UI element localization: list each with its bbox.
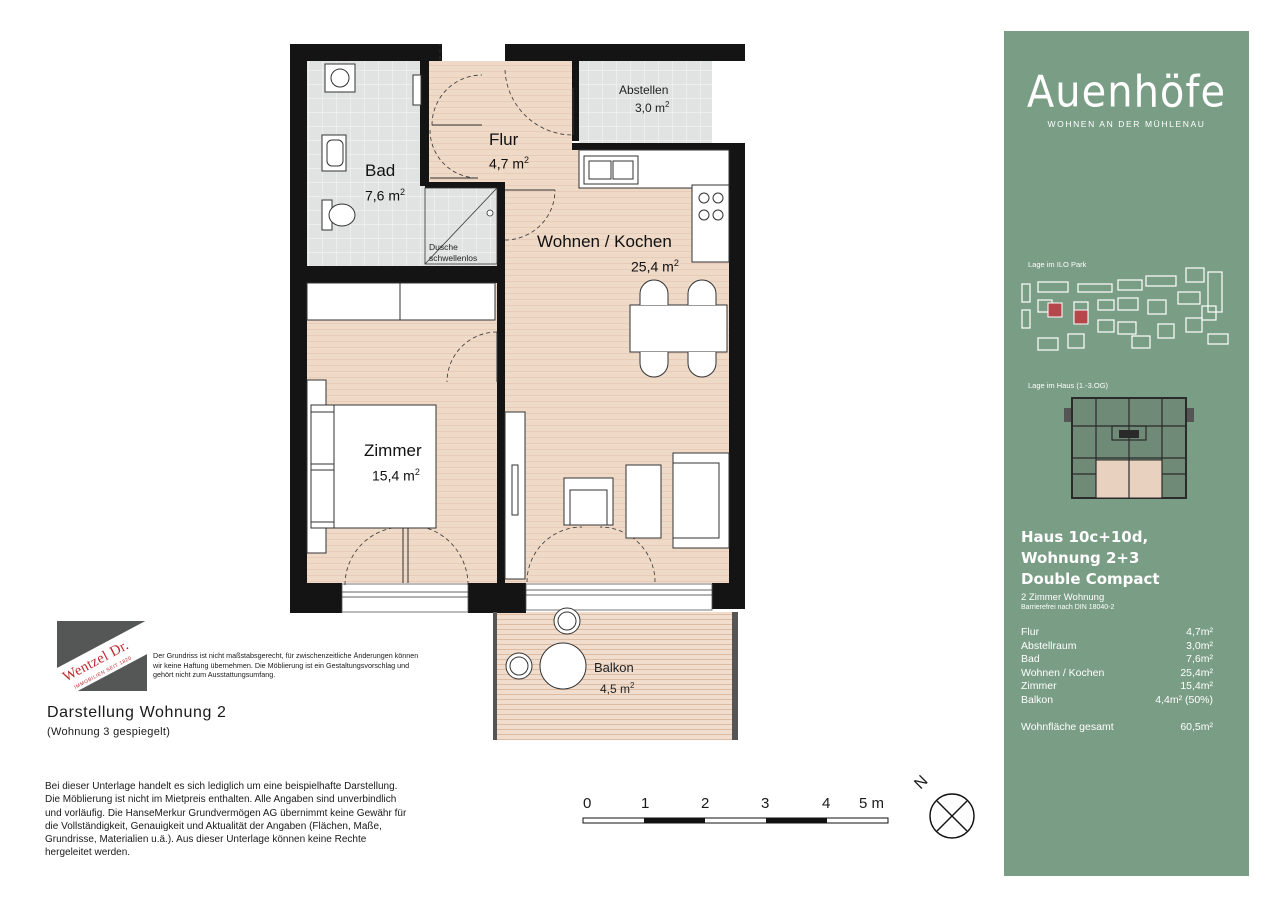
- haus-line-3: Double Compact: [1021, 570, 1160, 588]
- living-furniture: [504, 411, 730, 580]
- room-area-abstellen: 3,0 m2: [635, 100, 670, 115]
- brand-tagline: WOHNEN AN DER MÜHLENAU: [1047, 119, 1206, 129]
- bedroom-furniture: [306, 282, 496, 554]
- haus-line-2: Wohnung 2+3: [1021, 549, 1140, 567]
- bad-fixtures: [321, 63, 422, 231]
- room-name-bad: Bad: [365, 161, 396, 180]
- haus-title: Haus 10c+10d, Wohnung 2+3 Double Compact: [1021, 527, 1160, 590]
- area-row: Bad 7,6m²: [1021, 653, 1213, 667]
- disclaimer-small: Der Grundriss ist nicht maßstabsgerecht,…: [153, 651, 419, 680]
- area-value: 7,6m²: [1186, 653, 1213, 666]
- darstellung-title: Darstellung Wohnung 2: [47, 704, 227, 721]
- site-map: [1021, 267, 1229, 351]
- room-area-bad: 7,6 m2: [365, 187, 406, 204]
- area-label: Bad: [1021, 653, 1040, 666]
- area-label: Wohnen / Kochen: [1021, 666, 1105, 679]
- walls: [290, 44, 745, 613]
- total-area: Wohnfläche gesamt 60,5m²: [1021, 721, 1213, 733]
- room-name-wohnen: Wohnen / Kochen: [537, 232, 672, 251]
- area-value: 4,4m² (50%): [1155, 693, 1213, 706]
- area-row: Wohnen / Kochen 25,4m²: [1021, 667, 1213, 681]
- area-value: 4,7m²: [1186, 626, 1213, 638]
- dining-set: [629, 279, 728, 378]
- site-marker: [1047, 302, 1063, 318]
- window-lines: [342, 589, 712, 598]
- room-name-balkon: Balkon: [594, 660, 634, 675]
- lage-haus-caption: Lage im Haus (1.-3.OG): [1028, 381, 1109, 390]
- room-area-balkon: 4,5 m2: [600, 681, 635, 696]
- total-label: Wohnfläche gesamt: [1021, 721, 1114, 733]
- abstellen-floor: [579, 61, 712, 143]
- brand-logo: Auenhöfe: [1026, 66, 1227, 118]
- shower-label-2: schwellenlos: [429, 253, 478, 263]
- balkon-furniture: [505, 607, 587, 690]
- area-row: Flur 4,7m²: [1021, 626, 1213, 640]
- scale-label-2: 2: [701, 795, 710, 812]
- scale-label-3: 3: [761, 795, 770, 812]
- room-name-abstellen: Abstellen: [619, 83, 669, 97]
- shower-label-1: Dusche: [429, 242, 458, 252]
- area-label: Zimmer: [1021, 680, 1057, 693]
- area-value: 15,4m²: [1180, 680, 1213, 693]
- room-name-zimmer: Zimmer: [364, 441, 422, 460]
- area-row: Balkon 4,4m² (50%): [1021, 694, 1213, 708]
- site-marker: [1073, 309, 1089, 325]
- area-row: Abstellraum 3,0m²: [1021, 640, 1213, 654]
- room-area-wohnen: 25,4 m2: [631, 258, 679, 275]
- room-area-flur: 4,7 m2: [489, 155, 530, 172]
- haus-line-1: Haus 10c+10d,: [1021, 528, 1149, 546]
- wentzel-logo: Wentzel Dr. IMMOBILIEN SEIT 1820: [57, 621, 147, 691]
- area-value: 3,0m²: [1186, 639, 1213, 652]
- niche-white: [712, 61, 745, 143]
- disclaimer-main: Bei dieser Unterlage handelt es sich led…: [45, 781, 407, 859]
- balkon-floor: [497, 612, 732, 740]
- scale-label-4: 4: [822, 795, 831, 812]
- area-row: Zimmer 15,4m²: [1021, 680, 1213, 694]
- area-label: Balkon: [1021, 693, 1054, 706]
- room-area-zimmer: 15,4 m2: [372, 467, 420, 484]
- floor-plan: [290, 44, 975, 839]
- window-openings: [341, 583, 713, 613]
- darstellung-subtitle: (Wohnung 3 gespiegelt): [47, 726, 171, 738]
- scale-label-5: 5 m: [859, 795, 885, 812]
- shower: [424, 187, 498, 265]
- scale-bar: [582, 817, 889, 824]
- area-label: Flur: [1021, 626, 1040, 638]
- info-panel: Auenhöfe WOHNEN AN DER MÜHLENAU Lage im …: [1004, 31, 1249, 876]
- building-plan: [1064, 397, 1194, 499]
- kitchen: [578, 149, 730, 263]
- total-value: 60,5m²: [1180, 721, 1213, 733]
- room-name-flur: Flur: [489, 130, 519, 149]
- scale-label-1: 1: [641, 795, 650, 812]
- apartment-type: 2 Zimmer Wohnung: [1021, 592, 1105, 603]
- balkon-structure: [493, 612, 738, 740]
- door-leaves: [402, 88, 574, 583]
- area-value: 25,4m²: [1180, 666, 1213, 679]
- north-compass-icon: [929, 793, 975, 839]
- area-label: Abstellraum: [1021, 639, 1077, 652]
- scale-label-0: 0: [583, 795, 592, 812]
- lage-park-caption: Lage im ILO Park: [1028, 260, 1087, 269]
- barrier-free-note: Barrierefrei nach DIN 18040-2: [1021, 604, 1115, 611]
